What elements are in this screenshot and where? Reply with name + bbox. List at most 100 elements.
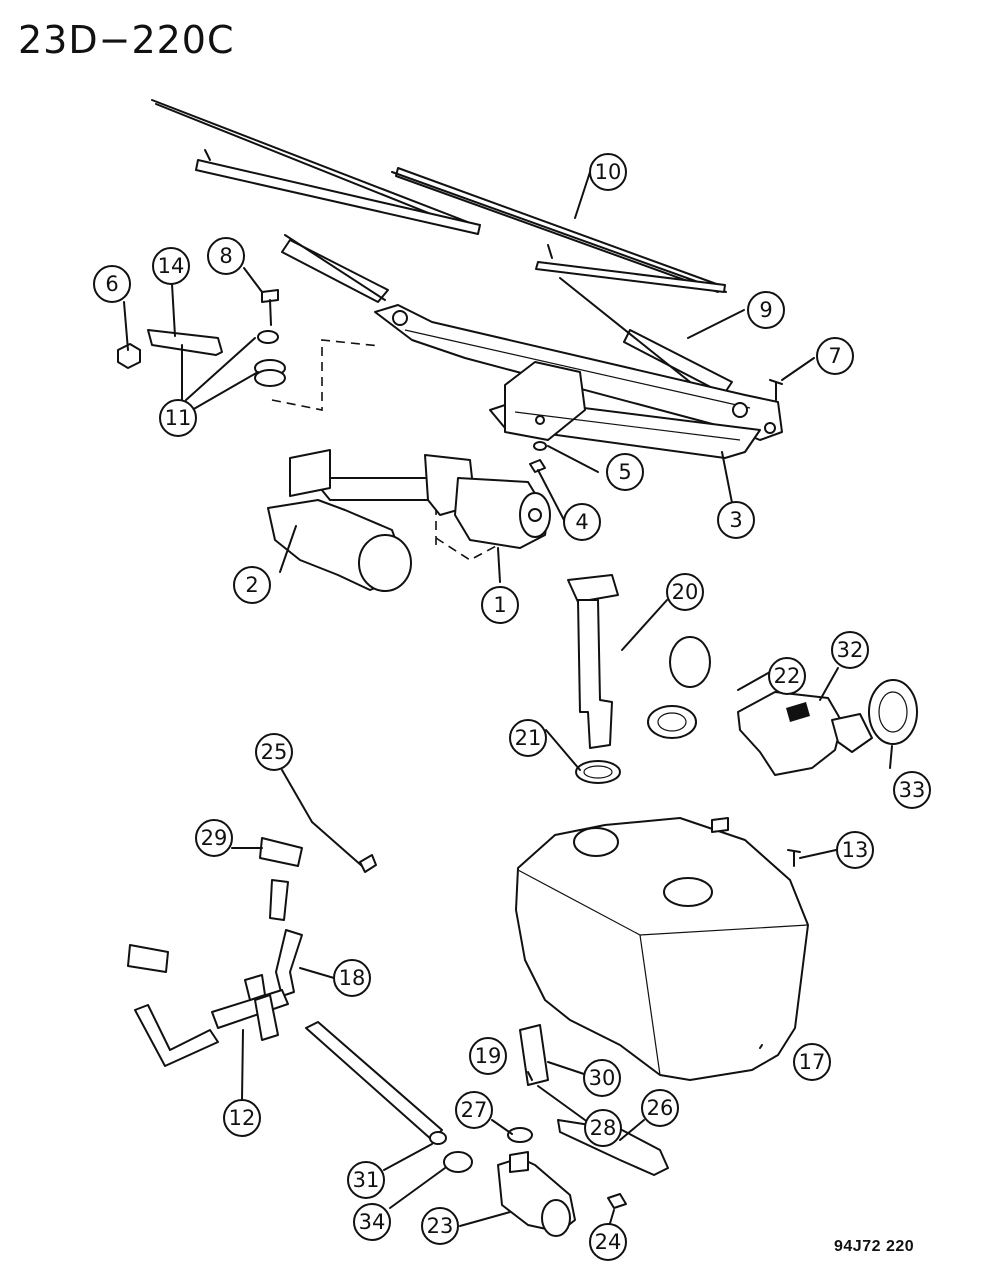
wiper-motor <box>289 449 551 549</box>
svg-text:25: 25 <box>261 740 288 764</box>
callout-25: 25 <box>255 733 293 771</box>
svg-text:19: 19 <box>475 1044 502 1068</box>
svg-text:2: 2 <box>245 573 258 597</box>
svg-text:6: 6 <box>105 272 118 296</box>
callout-22: 22 <box>768 657 806 695</box>
callout-12: 12 <box>223 1099 261 1137</box>
svg-text:9: 9 <box>759 298 772 322</box>
svg-text:12: 12 <box>229 1106 256 1130</box>
svg-text:23: 23 <box>427 1214 454 1238</box>
svg-text:21: 21 <box>515 726 542 750</box>
callout-5: 5 <box>606 453 644 491</box>
wiper-blade-left <box>151 99 481 235</box>
washer-5 <box>533 441 547 451</box>
washer-pump <box>497 1151 576 1237</box>
callout-19: 19 <box>469 1037 507 1075</box>
svg-text:32: 32 <box>837 638 864 662</box>
washer-11 <box>257 330 279 344</box>
bracket-14 <box>147 329 223 356</box>
svg-text:30: 30 <box>589 1066 616 1090</box>
svg-text:31: 31 <box>353 1168 380 1192</box>
svg-text:17: 17 <box>799 1050 826 1074</box>
wiper-linkage <box>374 304 783 459</box>
callout-10: 10 <box>589 153 627 191</box>
callout-17: 17 <box>793 1043 831 1081</box>
callout-8: 8 <box>207 237 245 275</box>
callout-9: 9 <box>747 291 785 329</box>
svg-text:24: 24 <box>595 1230 622 1254</box>
leader-lines <box>123 171 893 1231</box>
callout-3: 3 <box>717 501 755 539</box>
svg-text:7: 7 <box>828 344 841 368</box>
callout-32: 32 <box>831 631 869 669</box>
hose-31 <box>305 1021 447 1145</box>
washer-nozzle-left <box>127 944 169 973</box>
pin-25 <box>311 821 377 873</box>
svg-text:28: 28 <box>590 1116 617 1140</box>
callout-13: 13 <box>836 831 874 869</box>
pump-grommet-30 <box>519 1024 549 1086</box>
callout-30: 30 <box>583 1059 621 1097</box>
callout-14: 14 <box>152 247 190 285</box>
seal-ring-21 <box>575 760 621 784</box>
callout-2: 2 <box>233 566 271 604</box>
grommet-34 <box>443 1151 473 1173</box>
nut-24 <box>607 1193 627 1209</box>
svg-text:20: 20 <box>672 580 699 604</box>
screw-13 <box>787 849 801 867</box>
callout-6: 6 <box>93 265 131 303</box>
svg-text:34: 34 <box>359 1210 386 1234</box>
wiper-blade-right <box>391 167 727 293</box>
svg-text:27: 27 <box>461 1098 488 1122</box>
callout-31: 31 <box>347 1161 385 1199</box>
figure-code: 94J72 220 <box>834 1238 915 1255</box>
svg-text:10: 10 <box>595 160 622 184</box>
svg-text:5: 5 <box>618 460 631 484</box>
callout-18: 18 <box>333 959 371 997</box>
grommet-27 <box>507 1127 533 1143</box>
filler-cap <box>647 636 711 739</box>
tee-connector <box>211 974 289 1041</box>
callout-34: 34 <box>353 1203 391 1241</box>
grommet-11 <box>254 359 286 387</box>
motor-boot <box>267 499 412 592</box>
callout-29: 29 <box>195 819 233 857</box>
callout-7: 7 <box>816 337 854 375</box>
callout-26: 26 <box>641 1089 679 1127</box>
callout-27: 27 <box>455 1091 493 1129</box>
bolt-8 <box>261 289 279 326</box>
callout-1: 1 <box>481 586 519 624</box>
svg-text:33: 33 <box>899 778 926 802</box>
callout-23: 23 <box>421 1207 459 1245</box>
svg-text:4: 4 <box>575 510 588 534</box>
callout-24: 24 <box>589 1223 627 1261</box>
callout-21: 21 <box>509 719 547 757</box>
svg-text:26: 26 <box>647 1096 674 1120</box>
hose-18 <box>269 879 303 997</box>
svg-text:13: 13 <box>842 838 869 862</box>
nut-4 <box>529 459 546 473</box>
screw-7 <box>769 379 783 401</box>
svg-text:8: 8 <box>219 244 232 268</box>
hose-left <box>134 1004 219 1067</box>
level-sensor <box>737 691 873 776</box>
callout-11: 11 <box>159 399 197 437</box>
nut-6 <box>117 343 141 369</box>
page-title: 23D−220C <box>18 18 235 62</box>
washer-nozzle-29 <box>259 837 303 867</box>
callout-28: 28 <box>584 1109 622 1147</box>
svg-text:1: 1 <box>493 593 506 617</box>
svg-text:14: 14 <box>158 254 185 278</box>
svg-text:18: 18 <box>339 966 366 990</box>
callout-20: 20 <box>666 573 704 611</box>
svg-text:22: 22 <box>774 664 801 688</box>
callout-33: 33 <box>893 771 931 809</box>
callout-4: 4 <box>563 503 601 541</box>
washer-reservoir <box>515 817 809 1081</box>
filler-neck <box>567 574 619 749</box>
wiper-arm-left <box>281 234 389 303</box>
svg-text:29: 29 <box>201 826 228 850</box>
svg-text:11: 11 <box>165 406 192 430</box>
svg-text:3: 3 <box>729 508 742 532</box>
